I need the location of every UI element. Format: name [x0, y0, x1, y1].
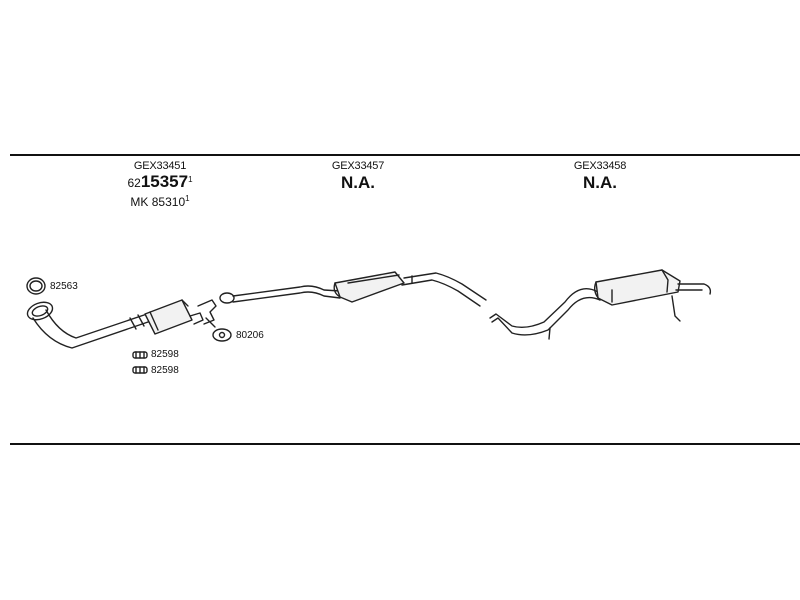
catalytic-converter-part: [144, 299, 217, 335]
flange-gasket-number: 80206: [236, 330, 264, 341]
clamp-1-part: [132, 351, 148, 359]
front-pipe-part: [26, 301, 151, 349]
group-front-pipe-header: GEX33451 62153571 MK 853101: [127, 160, 192, 210]
rear-silencer-part: [489, 269, 712, 340]
group-front-pipe-oe-1: 62153571: [127, 172, 192, 191]
clamp-2-part: [132, 366, 148, 374]
oe-1-sup: 1: [188, 175, 193, 184]
group-rear-silencer-header: GEX33458 N.A.: [574, 160, 626, 193]
clamp-1-number: 82598: [151, 349, 179, 360]
group-front-pipe-oe-2: MK 853101: [127, 191, 192, 210]
oe-1-prefix: 62: [127, 176, 141, 190]
top-divider: [10, 154, 800, 156]
bottom-divider: [10, 443, 800, 445]
group-middle-silencer-header: GEX33457 N.A.: [332, 160, 384, 193]
oe-2-text: MK 85310: [130, 195, 186, 209]
flange-gasket-part: [212, 328, 232, 342]
group-front-pipe-ref: GEX33451: [133, 160, 187, 172]
ring-gasket-part: [26, 277, 46, 295]
group-middle-silencer-status: N.A.: [341, 173, 375, 192]
clamp-2-number: 82598: [151, 365, 179, 376]
oe-2-sup: 1: [185, 194, 190, 203]
group-rear-silencer-status: N.A.: [583, 173, 617, 192]
ring-gasket-number: 82563: [50, 281, 78, 292]
oe-1-main: 15357: [140, 172, 189, 191]
group-rear-silencer-ref: GEX33458: [573, 160, 627, 172]
group-middle-silencer-ref: GEX33457: [331, 160, 385, 172]
middle-silencer-part: [219, 271, 487, 307]
